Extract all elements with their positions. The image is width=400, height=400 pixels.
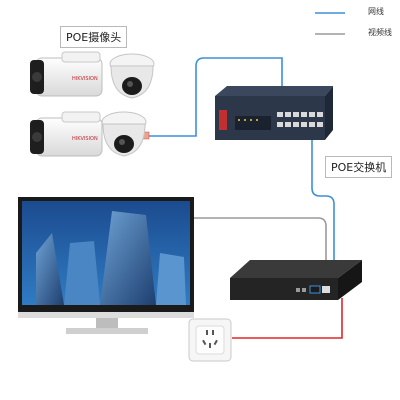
bullet-camera-2: HIKVISION xyxy=(30,111,103,157)
network-cable-legend-label: 网线 xyxy=(368,7,384,16)
camera-to-switch-network-cable xyxy=(148,57,283,137)
monitor-to-nvr-video-cable xyxy=(190,217,327,286)
video-cable-legend-line xyxy=(315,33,345,35)
camera-brand-text: HIKVISION xyxy=(72,76,98,82)
poe-switch xyxy=(215,86,333,140)
monitor xyxy=(18,197,194,334)
bullet-camera-1: HIKVISION xyxy=(30,51,103,97)
switch-to-nvr-network-cable xyxy=(311,140,335,286)
power-outlet xyxy=(188,318,232,362)
poe-switch-label: POE交换机 xyxy=(325,156,393,178)
camera-brand-text: HIKVISION xyxy=(72,136,98,142)
outlet-to-nvr-power-cable xyxy=(232,298,343,339)
dome-camera-2 xyxy=(101,111,147,157)
poe-cameras-label: POE摄像头 xyxy=(60,26,128,48)
nvr-recorder xyxy=(230,260,362,300)
dome-camera-1 xyxy=(109,53,155,99)
network-cable-legend-line xyxy=(315,12,345,14)
video-cable-legend-label: 视频线 xyxy=(368,28,392,37)
